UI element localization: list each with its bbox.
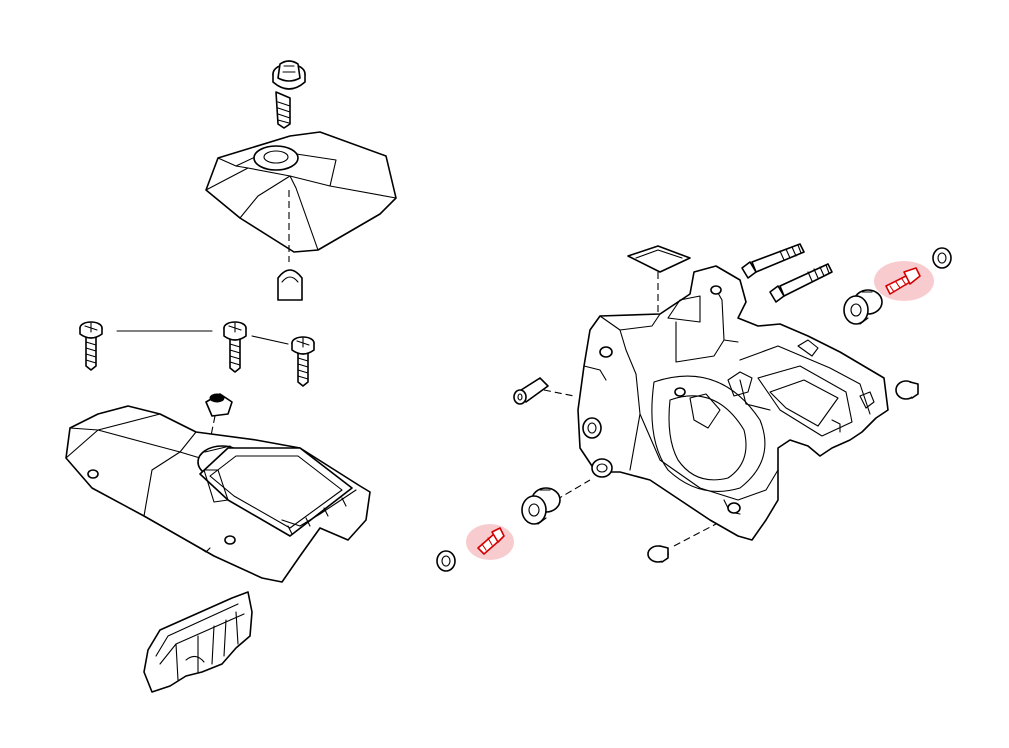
top-cover-housing[interactable] [65, 405, 371, 583]
gasket-sheet[interactable] [627, 245, 691, 273]
grommet-right[interactable] [932, 247, 952, 269]
rubber-plug[interactable] [277, 269, 303, 301]
screw-right[interactable] [291, 336, 315, 387]
cover-fastening-screw[interactable] [272, 60, 306, 129]
air-filter-cover[interactable] [205, 131, 397, 253]
chain-guard-plate[interactable] [143, 591, 253, 693]
screw-middle[interactable] [223, 321, 247, 373]
leader-line [251, 335, 289, 345]
highlighted-fitting-upper[interactable] [874, 261, 934, 301]
rubber-buffer-left[interactable] [521, 487, 561, 525]
assembly-axis-line [673, 523, 717, 547]
assembly-axis-line [543, 389, 575, 397]
tapered-plug[interactable] [513, 377, 549, 405]
crankcase-housing[interactable] [577, 265, 889, 541]
screw-left[interactable] [79, 321, 103, 371]
grommet-left[interactable] [436, 550, 456, 572]
plug-right[interactable] [895, 380, 919, 400]
plug-bottom[interactable] [647, 545, 669, 563]
rubber-buffer-right[interactable] [843, 289, 883, 325]
cover-grommet[interactable] [205, 393, 233, 417]
bolt-upper[interactable] [741, 243, 805, 279]
bolt-lower[interactable] [769, 263, 833, 303]
highlighted-fitting-lower[interactable] [466, 524, 514, 560]
assembly-axis-line [555, 479, 591, 501]
